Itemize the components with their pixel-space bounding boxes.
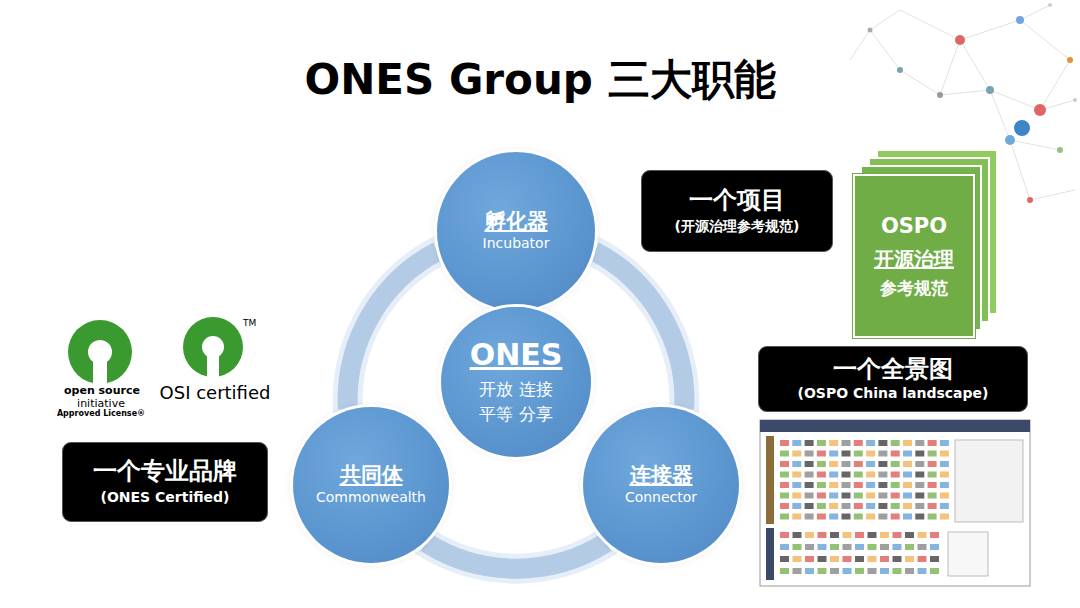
ring-arc: [348, 251, 438, 409]
logo-text: Approved License®: [56, 409, 146, 418]
document-stack: OSPO开源治理参考规范: [853, 174, 975, 338]
function-circle: 连接器Connector: [583, 407, 739, 563]
osi-logo: [68, 317, 243, 386]
node-text: (开源治理参考规范): [675, 216, 800, 237]
node-text: 一个专业品牌: [93, 456, 237, 487]
logo-text: TM: [243, 318, 256, 328]
node-text: 一个全景图: [833, 354, 953, 384]
label-box: 一个全景图(OSPO China landscape): [758, 346, 1028, 412]
node-text: Incubator: [483, 234, 550, 254]
node-text: 一个项目: [689, 185, 785, 216]
node-text: (OSPO China landscape): [798, 384, 989, 404]
logo-text: open source: [64, 384, 138, 397]
landscape-thumbnail: [760, 420, 1030, 586]
logo-text: OSI certified: [156, 382, 274, 403]
node-text: 连接器: [630, 462, 693, 488]
node-text: 共同体: [340, 462, 403, 488]
node-text: 开放 连接 平等 分享: [470, 377, 562, 426]
logo-text: initiative: [64, 397, 138, 410]
node-text: OSPO: [881, 210, 947, 244]
node-text: (ONES Certified): [101, 487, 230, 508]
label-box: 一个专业品牌(ONES Certified): [62, 442, 268, 522]
node-text: 孵化器: [485, 208, 548, 234]
function-circle: ONES 开放 连接 平等 分享: [441, 307, 591, 457]
title: ONES Group 三大职能: [0, 52, 1080, 108]
label-box: 一个项目(开源治理参考规范): [641, 170, 833, 252]
node-text: Commonwealth: [316, 488, 426, 508]
node-text: ONES: [470, 337, 563, 373]
function-circle: 共同体Commonwealth: [293, 407, 449, 563]
function-circle: 孵化器Incubator: [437, 152, 595, 310]
node-text: 参考规范: [880, 275, 948, 302]
node-text: Connector: [625, 488, 697, 508]
ring-arc: [426, 543, 606, 569]
ring-arc: [594, 251, 684, 409]
node-text: 开源治理: [874, 243, 954, 275]
